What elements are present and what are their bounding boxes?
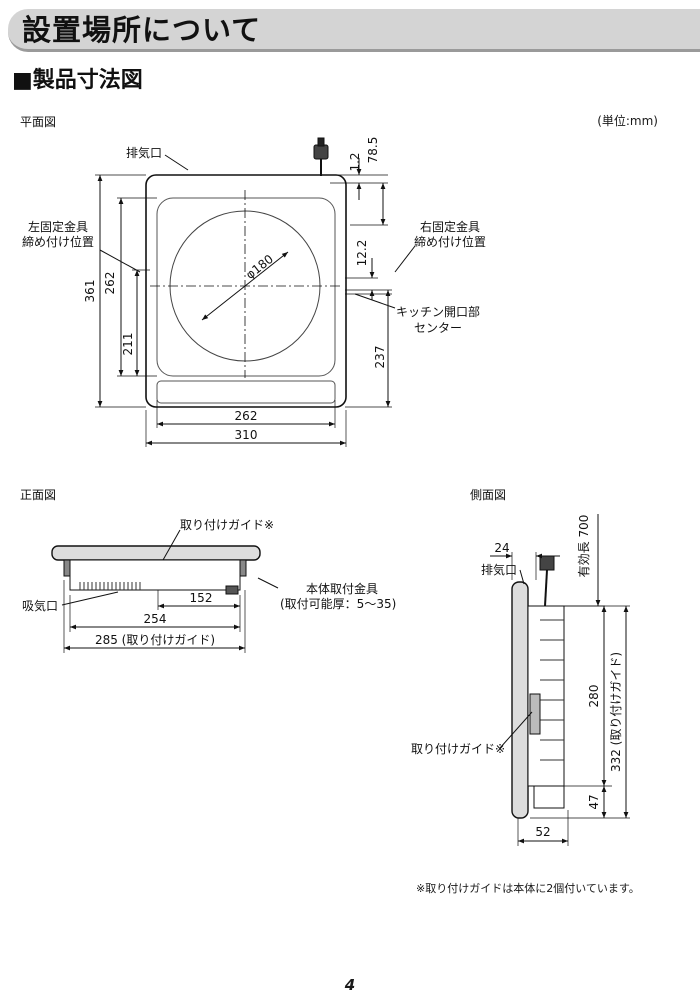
dim-52: 52	[535, 825, 550, 839]
header-bar	[8, 9, 700, 52]
left-bracket-label-2: 締め付け位置	[22, 235, 95, 249]
right-bracket-label-2: 締め付け位置	[414, 235, 487, 249]
page-number: 4	[344, 976, 356, 994]
header-band: 設置場所について	[0, 0, 700, 52]
side-view	[490, 514, 630, 846]
section-title: ■製品寸法図	[12, 68, 143, 93]
side-guide-part	[529, 693, 541, 735]
plan-top-plate	[156, 197, 336, 377]
left-bracket-label-1: 左固定金具	[28, 220, 89, 234]
dim-152: 152	[190, 591, 213, 605]
dim-24: 24	[494, 541, 509, 555]
dim-361: 361	[83, 280, 97, 303]
front-mount-label-2: (取付可能厚：5～35)	[280, 597, 397, 611]
page-title: 設置場所について	[22, 13, 262, 47]
front-view-label: 正面図	[20, 488, 57, 502]
dim-310: 310	[235, 428, 258, 442]
dim-211: 211	[121, 333, 135, 356]
front-top-plate	[51, 545, 261, 561]
dim-47: 47	[587, 794, 601, 809]
plan-view-label: 平面図	[20, 115, 57, 129]
side-guide-label: 取り付けガイド※	[411, 742, 506, 756]
front-intake-label: 吸気口	[22, 599, 59, 613]
dim-285: 285 (取り付けガイド)	[95, 633, 215, 647]
plan-control-panel	[156, 380, 336, 404]
dim-262-vertical: 262	[103, 272, 117, 295]
side-exhaust-label: 排気口	[481, 563, 518, 577]
dim-280: 280	[587, 685, 601, 708]
dim-phi-180: φ180	[243, 252, 276, 282]
plan-view	[95, 137, 416, 447]
plan-body-outline	[145, 174, 347, 408]
dim-262-horizontal: 262	[235, 409, 258, 423]
side-view-label: 側面図	[470, 488, 507, 502]
footnote: ※取り付けガイドは本体に2個付いています。	[416, 882, 640, 895]
dim-254: 254	[144, 612, 167, 626]
front-guide-label: 取り付けガイド※	[180, 518, 275, 532]
dim-700: 有効長 700	[576, 515, 591, 578]
kitchen-center-label-1: キッチン開口部	[396, 305, 481, 319]
kitchen-center-label-2: センター	[414, 321, 463, 335]
side-front-plate	[511, 581, 529, 819]
dim-1-2: 1.2	[348, 152, 362, 171]
dim-237: 237	[373, 346, 387, 369]
dim-12-2: 12.2	[355, 240, 369, 267]
front-mount-label-1: 本体取付金具	[306, 582, 379, 596]
plan-exhaust-label: 排気口	[126, 146, 163, 160]
front-view	[51, 529, 279, 653]
dim-332: 332 (取り付けガイド)	[609, 652, 623, 772]
unit-note: (単位:mm)	[597, 114, 658, 128]
dim-78-5: 78.5	[366, 137, 380, 164]
right-bracket-label-1: 右固定金具	[420, 220, 481, 234]
